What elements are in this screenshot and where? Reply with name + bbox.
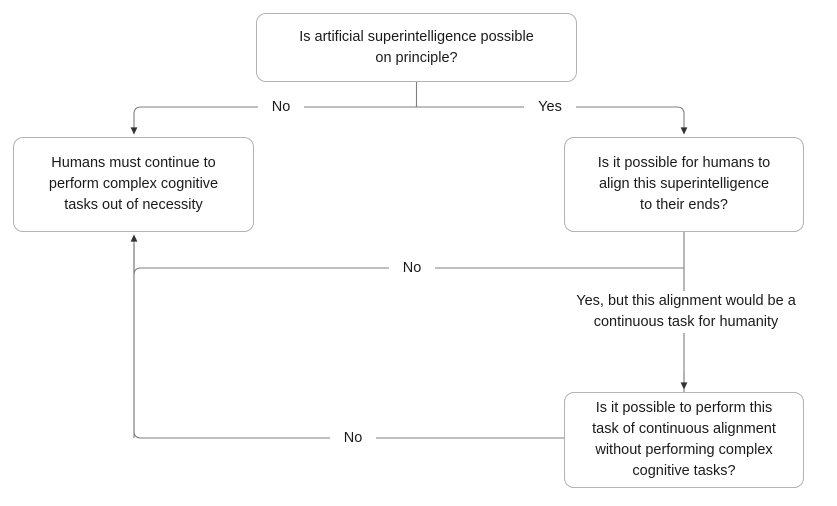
edge-q3-no-path — [133, 244, 564, 439]
node-question-continuous-alignment-without-cognition[interactable]: Is it possible to perform this task of c… — [564, 392, 804, 488]
node-label: Is it possible to perform this task of c… — [592, 400, 776, 479]
node-question-alignment-possible[interactable]: Is it possible for humans to align this … — [564, 137, 804, 232]
node-label: Humans must continue to perform complex … — [48, 155, 219, 213]
edge-label-q2-yes-continuous-task: Yes, but this alignment would be a conti… — [534, 291, 837, 333]
edge-label-q1-yes: Yes — [524, 97, 576, 118]
node-outcome-humans-must-continue[interactable]: Humans must continue to perform complex … — [13, 137, 254, 232]
edge-label-q3-no: No — [330, 428, 376, 449]
node-label: Is artificial superintelligence possible… — [299, 28, 534, 66]
edge-q1-yes-path — [416, 106, 688, 135]
node-question-superintelligence-possible[interactable]: Is artificial superintelligence possible… — [256, 13, 577, 82]
node-label: Is it possible for humans to align this … — [597, 155, 771, 213]
edge-label-q1-no: No — [258, 97, 304, 118]
edge-label-q2-no: No — [389, 258, 435, 279]
edge-q1-no-path — [130, 106, 417, 135]
